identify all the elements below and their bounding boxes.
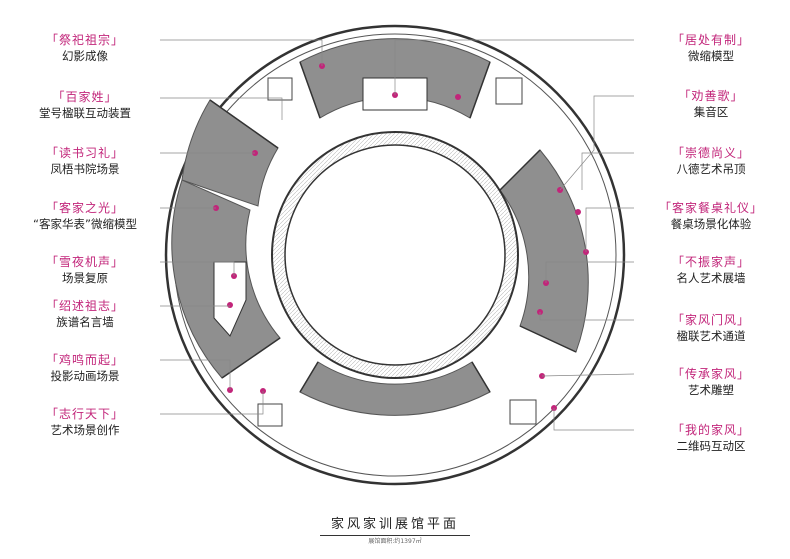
label-hakka-light: 「客家之光」 “客家华表”微缩模型 bbox=[10, 200, 160, 232]
label-title: 「百家姓」 bbox=[52, 90, 118, 104]
label-couplet-passage: 「家风门风」 楹联艺术通道 bbox=[636, 312, 786, 344]
label-title: 「鸡鸣而起」 bbox=[45, 353, 124, 367]
label-title: 「不振家声」 bbox=[671, 255, 750, 269]
label-study-etiquette: 「读书习礼」 凤梧书院场景 bbox=[10, 145, 160, 177]
label-title: 「家风门风」 bbox=[671, 313, 750, 327]
label-sub: 艺术场景创作 bbox=[50, 423, 120, 437]
label-title: 「崇德尚义」 bbox=[671, 146, 750, 160]
label-title: 「志行天下」 bbox=[45, 407, 124, 421]
label-sub: 微缩模型 bbox=[688, 49, 734, 63]
leader-lines bbox=[160, 39, 635, 431]
label-hundred-surnames: 「百家姓」 堂号楹联互动装置 bbox=[10, 89, 160, 121]
label-sub: 幻影成像 bbox=[62, 49, 108, 63]
label-title: 「绍述祖志」 bbox=[45, 299, 124, 313]
label-song-of-virtue: 「劝善歌」 集音区 bbox=[636, 88, 786, 120]
plan-title: 家风家训展馆平面 bbox=[330, 517, 459, 532]
label-celebrity-wall: 「不振家声」 名人艺术展墙 bbox=[636, 254, 786, 286]
central-hall bbox=[284, 144, 506, 366]
label-title: 「传承家风」 bbox=[671, 367, 750, 381]
label-rooster-crow: 「鸡鸣而起」 投影动画场景 bbox=[10, 352, 160, 384]
label-genealogy: 「绍述祖志」 族谱名言墙 bbox=[10, 298, 160, 330]
label-sub: 艺术雕塑 bbox=[688, 383, 734, 397]
label-sub: 投影动画场景 bbox=[50, 369, 120, 383]
label-title: 「劝善歌」 bbox=[678, 89, 744, 103]
label-residence: 「居处有制」 微缩模型 bbox=[636, 32, 786, 64]
label-snow-night: 「雪夜机声」 场景复原 bbox=[10, 254, 160, 286]
label-sub: 集音区 bbox=[693, 105, 729, 119]
stair-blocks bbox=[257, 77, 537, 427]
label-title: 「客家餐桌礼仪」 bbox=[658, 201, 763, 215]
label-sub: “客家华表”微缩模型 bbox=[33, 217, 137, 231]
label-title: 「居处有制」 bbox=[671, 33, 750, 47]
plan-area: 展馆面积:约1397㎡ bbox=[368, 538, 422, 545]
label-sub: 族谱名言墙 bbox=[56, 315, 114, 329]
caption-rule bbox=[320, 535, 470, 536]
label-title: 「我的家风」 bbox=[671, 423, 750, 437]
label-ancestral-worship: 「祭祀祖宗」 幻影成像 bbox=[10, 32, 160, 64]
label-sub: 名人艺术展墙 bbox=[676, 271, 746, 285]
label-sub: 场景复原 bbox=[62, 271, 108, 285]
label-sub: 二维码互动区 bbox=[676, 439, 746, 453]
label-heritage-sculpture: 「传承家风」 艺术雕塑 bbox=[636, 366, 786, 398]
label-sub: 凤梧书院场景 bbox=[50, 162, 120, 176]
label-title: 「读书习礼」 bbox=[45, 146, 124, 160]
partition-walls bbox=[209, 61, 577, 393]
label-sub: 餐桌场景化体验 bbox=[670, 217, 752, 231]
label-title: 「祭祀祖宗」 bbox=[45, 33, 124, 47]
label-title: 「雪夜机声」 bbox=[45, 255, 124, 269]
label-travel-world: 「志行天下」 艺术场景创作 bbox=[10, 406, 160, 438]
label-qr-interactive: 「我的家风」 二维码互动区 bbox=[636, 422, 786, 454]
label-sub: 八德艺术吊顶 bbox=[676, 162, 746, 176]
plan-caption: 家风家训展馆平面 展馆面积:约1397㎡ bbox=[0, 513, 790, 546]
label-sub: 堂号楹联互动装置 bbox=[39, 106, 131, 120]
label-title: 「客家之光」 bbox=[45, 201, 124, 215]
zone-left-cutout bbox=[213, 261, 247, 337]
label-sub: 楹联艺术通道 bbox=[676, 329, 746, 343]
label-table-etiquette: 「客家餐桌礼仪」 餐桌场景化体验 bbox=[636, 200, 786, 232]
label-virtue-ceiling: 「崇德尚义」 八德艺术吊顶 bbox=[636, 145, 786, 177]
